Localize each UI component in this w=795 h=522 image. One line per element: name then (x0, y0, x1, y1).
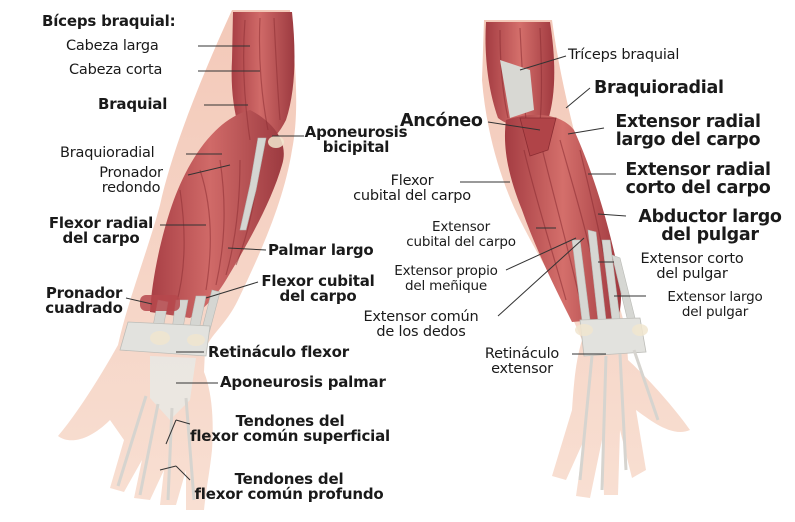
label-braquioradial-left: Braquioradial (60, 146, 154, 161)
label-ext-radial-largo: Extensor radial largo del carpo (606, 113, 770, 149)
label-ext-radial-largo-line1: Extensor radial (606, 113, 770, 131)
label-pronador-redondo: Pronador redondo (76, 166, 186, 196)
label-anconeo: Ancóneo (400, 112, 483, 130)
label-aponeurosis-bicipital-line2: bicipital (304, 140, 408, 155)
label-flexor-cubital-left: Flexor cubital del carpo (258, 274, 378, 304)
label-aponeurosis-bicipital: Aponeurosis bicipital (304, 125, 408, 155)
label-flexor-cubital-left-line2: del carpo (258, 289, 378, 304)
label-ext-radial-largo-line2: largo del carpo (606, 131, 770, 149)
label-ext-propio-menique: Extensor propio del meñique (386, 264, 506, 294)
label-ext-largo-pulgar-line1: Extensor largo (648, 290, 782, 305)
label-extensor-cubital: Extensor cubital del carpo (386, 220, 536, 250)
label-tendones-profundo-line2: flexor común profundo (186, 487, 392, 502)
label-flexor-cubital-right-line2: cubital del carpo (344, 189, 480, 204)
label-abductor-largo: Abductor largo del pulgar (628, 208, 792, 244)
label-ext-largo-pulgar: Extensor largo del pulgar (648, 290, 782, 320)
label-pronador-cuadrado: Pronador cuadrado (40, 286, 128, 316)
label-ext-propio-menique-line1: Extensor propio (386, 264, 506, 279)
label-ext-propio-menique-line2: del meñique (386, 279, 506, 294)
label-ext-comun-dedos-line1: Extensor común (344, 310, 498, 325)
label-pronador-redondo-line2: redondo (76, 181, 186, 196)
label-tendones-superficial: Tendones del flexor común superficial (184, 414, 396, 444)
label-retinaculo-flexor: Retináculo flexor (208, 345, 349, 360)
label-ext-corto-pulgar-line1: Extensor corto (612, 252, 772, 267)
label-retinaculo-extensor-line1: Retináculo (472, 347, 572, 362)
label-cabeza-corta: Cabeza corta (69, 63, 162, 78)
label-ext-radial-corto-line1: Extensor radial (618, 161, 778, 179)
label-aponeurosis-palmar: Aponeurosis palmar (220, 375, 386, 390)
label-ext-corto-pulgar-line2: del pulgar (612, 267, 772, 282)
label-abductor-largo-line1: Abductor largo (628, 208, 792, 226)
label-palmar-largo: Palmar largo (268, 243, 374, 258)
label-triceps: Tríceps braquial (568, 48, 679, 63)
label-ext-comun-dedos: Extensor común de los dedos (344, 310, 498, 340)
label-cabeza-larga: Cabeza larga (66, 39, 159, 54)
biceps-title: Bíceps braquial: (42, 14, 175, 29)
label-tendones-profundo: Tendones del flexor común profundo (186, 472, 392, 502)
label-braquial: Braquial (98, 97, 167, 112)
label-retinaculo-extensor: Retináculo extensor (472, 347, 572, 377)
label-ext-comun-dedos-line2: de los dedos (344, 325, 498, 340)
label-pronador-redondo-line1: Pronador (76, 166, 186, 181)
label-extensor-cubital-line2: cubital del carpo (386, 235, 536, 250)
label-flexor-radial: Flexor radial del carpo (40, 216, 162, 246)
label-flexor-cubital-right: Flexor cubital del carpo (344, 174, 480, 204)
label-ext-radial-corto: Extensor radial corto del carpo (618, 161, 778, 197)
label-extensor-cubital-line1: Extensor (386, 220, 536, 235)
right-retinaculum (580, 318, 646, 356)
label-braquioradial-right: Braquioradial (594, 79, 724, 97)
label-ext-radial-corto-line2: corto del carpo (618, 179, 778, 197)
label-abductor-largo-line2: del pulgar (628, 226, 792, 244)
label-ext-largo-pulgar-line2: del pulgar (648, 305, 782, 320)
label-flexor-radial-line2: del carpo (40, 231, 162, 246)
label-pronador-cuadrado-line2: cuadrado (40, 301, 128, 316)
label-ext-corto-pulgar: Extensor corto del pulgar (612, 252, 772, 282)
label-flexor-cubital-right-line1: Flexor (344, 174, 480, 189)
label-tendones-superficial-line2: flexor común superficial (184, 429, 396, 444)
label-retinaculo-extensor-line2: extensor (472, 362, 572, 377)
